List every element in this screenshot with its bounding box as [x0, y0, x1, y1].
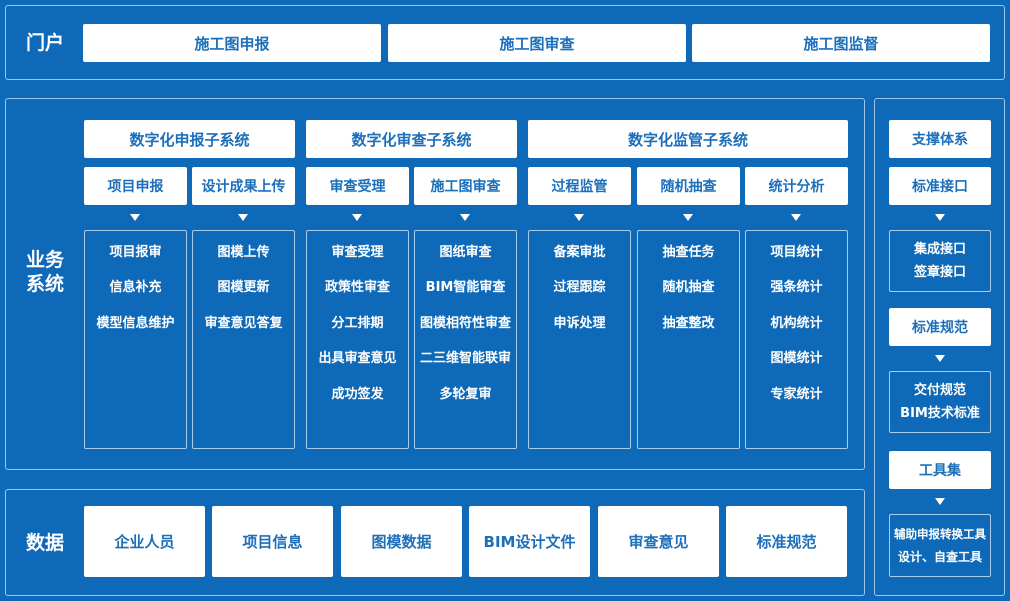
list-item[interactable]: 机构统计 — [770, 315, 823, 331]
module-items-box: 审查受理 政策性审查 分工排期 出具审查意见 成功签发 — [306, 230, 409, 449]
list-item[interactable]: 二三维智能联审 — [419, 351, 511, 367]
down-arrow-icon — [935, 355, 945, 362]
list-item[interactable]: 抽查任务 — [662, 245, 715, 260]
support-items-box: 集成接口 签章接口 — [889, 230, 991, 292]
down-arrow-icon — [352, 214, 362, 221]
data-item-enterprise-staff[interactable]: 企业人员 — [84, 506, 205, 577]
list-item[interactable]: 抽查整改 — [662, 315, 715, 331]
list-item[interactable]: 专家统计 — [770, 386, 823, 402]
support-title[interactable]: 支撑体系 — [889, 120, 991, 158]
subsystem-declaration-title[interactable]: 数字化申报子系统 — [84, 120, 295, 158]
module-process-supervision[interactable]: 过程监管 — [528, 167, 631, 205]
list-item[interactable]: 出具审查意见 — [318, 351, 397, 367]
data-item-standards[interactable]: 标准规范 — [726, 506, 847, 577]
support-standard-interface[interactable]: 标准接口 — [889, 167, 991, 205]
support-toolset[interactable]: 工具集 — [889, 451, 991, 489]
business-label: 业务系统 — [25, 249, 64, 295]
down-arrow-icon — [791, 214, 801, 221]
list-item[interactable]: 图模更新 — [217, 280, 270, 296]
down-arrow-icon — [460, 214, 470, 221]
portal-item-supervise[interactable]: 施工图监督 — [692, 24, 990, 62]
data-item-project-info[interactable]: 项目信息 — [212, 506, 333, 577]
list-item[interactable]: 信息补充 — [109, 280, 162, 296]
module-items-box: 图模上传 图模更新 审查意见答复 — [192, 230, 295, 449]
down-arrow-icon — [935, 498, 945, 505]
list-item[interactable]: 模型信息维护 — [96, 315, 175, 331]
list-item[interactable]: 图模统计 — [770, 351, 823, 367]
portal-item-review[interactable]: 施工图审查 — [388, 24, 686, 62]
data-item-bim-files[interactable]: BIM设计文件 — [469, 506, 590, 577]
business-panel — [5, 98, 865, 470]
module-drawing-review[interactable]: 施工图审查 — [414, 167, 517, 205]
list-item[interactable]: 集成接口 — [913, 242, 966, 257]
support-items-box: 辅助申报转换工具 设计、自查工具 — [889, 514, 991, 577]
subsystem-supervision-title[interactable]: 数字化监管子系统 — [528, 120, 848, 158]
down-arrow-icon — [683, 214, 693, 221]
list-item[interactable]: 政策性审查 — [324, 280, 390, 296]
support-standard-spec[interactable]: 标准规范 — [889, 308, 991, 346]
list-item[interactable]: 图模上传 — [217, 245, 270, 260]
list-item[interactable]: 图模相符性审查 — [419, 315, 511, 331]
module-design-upload[interactable]: 设计成果上传 — [192, 167, 295, 205]
module-statistics[interactable]: 统计分析 — [745, 167, 848, 205]
down-arrow-icon — [238, 214, 248, 221]
module-review-acceptance[interactable]: 审查受理 — [306, 167, 409, 205]
data-item-review-opinions[interactable]: 审查意见 — [598, 506, 719, 577]
list-item[interactable]: 项目统计 — [770, 245, 823, 260]
list-item[interactable]: 交付规范 — [913, 383, 966, 398]
data-label: 数据 — [25, 532, 64, 554]
list-item[interactable]: 辅助申报转换工具 — [894, 526, 986, 541]
portal-item-submit[interactable]: 施工图申报 — [83, 24, 381, 62]
module-items-box: 项目报审 信息补充 模型信息维护 — [84, 230, 187, 449]
list-item[interactable]: 备案审批 — [553, 245, 606, 260]
module-items-box: 抽查任务 随机抽查 抽查整改 — [637, 230, 740, 449]
list-item[interactable]: 多轮复审 — [439, 386, 492, 402]
data-panel — [5, 489, 865, 596]
list-item[interactable]: 项目报审 — [109, 245, 162, 260]
down-arrow-icon — [574, 214, 584, 221]
data-item-model-data[interactable]: 图模数据 — [341, 506, 462, 577]
list-item[interactable]: BIM技术标准 — [900, 406, 980, 421]
down-arrow-icon — [935, 214, 945, 221]
list-item[interactable]: 分工排期 — [331, 315, 384, 331]
module-items-box: 项目统计 强条统计 机构统计 图模统计 专家统计 — [745, 230, 848, 449]
support-panel — [874, 98, 1005, 596]
module-items-box: 备案审批 过程跟踪 申诉处理 — [528, 230, 631, 449]
support-items-box: 交付规范 BIM技术标准 — [889, 371, 991, 433]
list-item[interactable]: 强条统计 — [770, 280, 823, 296]
list-item[interactable]: 图纸审查 — [439, 245, 492, 260]
list-item[interactable]: 设计、自查工具 — [897, 549, 982, 564]
module-random-check[interactable]: 随机抽查 — [637, 167, 740, 205]
list-item[interactable]: BIM智能审查 — [425, 280, 506, 296]
list-item[interactable]: 过程跟踪 — [553, 280, 606, 296]
portal-panel — [5, 5, 1005, 80]
list-item[interactable]: 随机抽查 — [662, 280, 715, 296]
module-project-declaration[interactable]: 项目申报 — [84, 167, 187, 205]
list-item[interactable]: 审查受理 — [331, 245, 384, 260]
module-items-box: 图纸审查 BIM智能审查 图模相符性审查 二三维智能联审 多轮复审 — [414, 230, 517, 449]
subsystem-review-title[interactable]: 数字化审查子系统 — [306, 120, 517, 158]
list-item[interactable]: 审查意见答复 — [204, 315, 283, 331]
list-item[interactable]: 签章接口 — [913, 265, 966, 280]
down-arrow-icon — [130, 214, 140, 221]
portal-label: 门户 — [25, 32, 64, 54]
list-item[interactable]: 成功签发 — [331, 386, 384, 402]
list-item[interactable]: 申诉处理 — [553, 315, 606, 331]
